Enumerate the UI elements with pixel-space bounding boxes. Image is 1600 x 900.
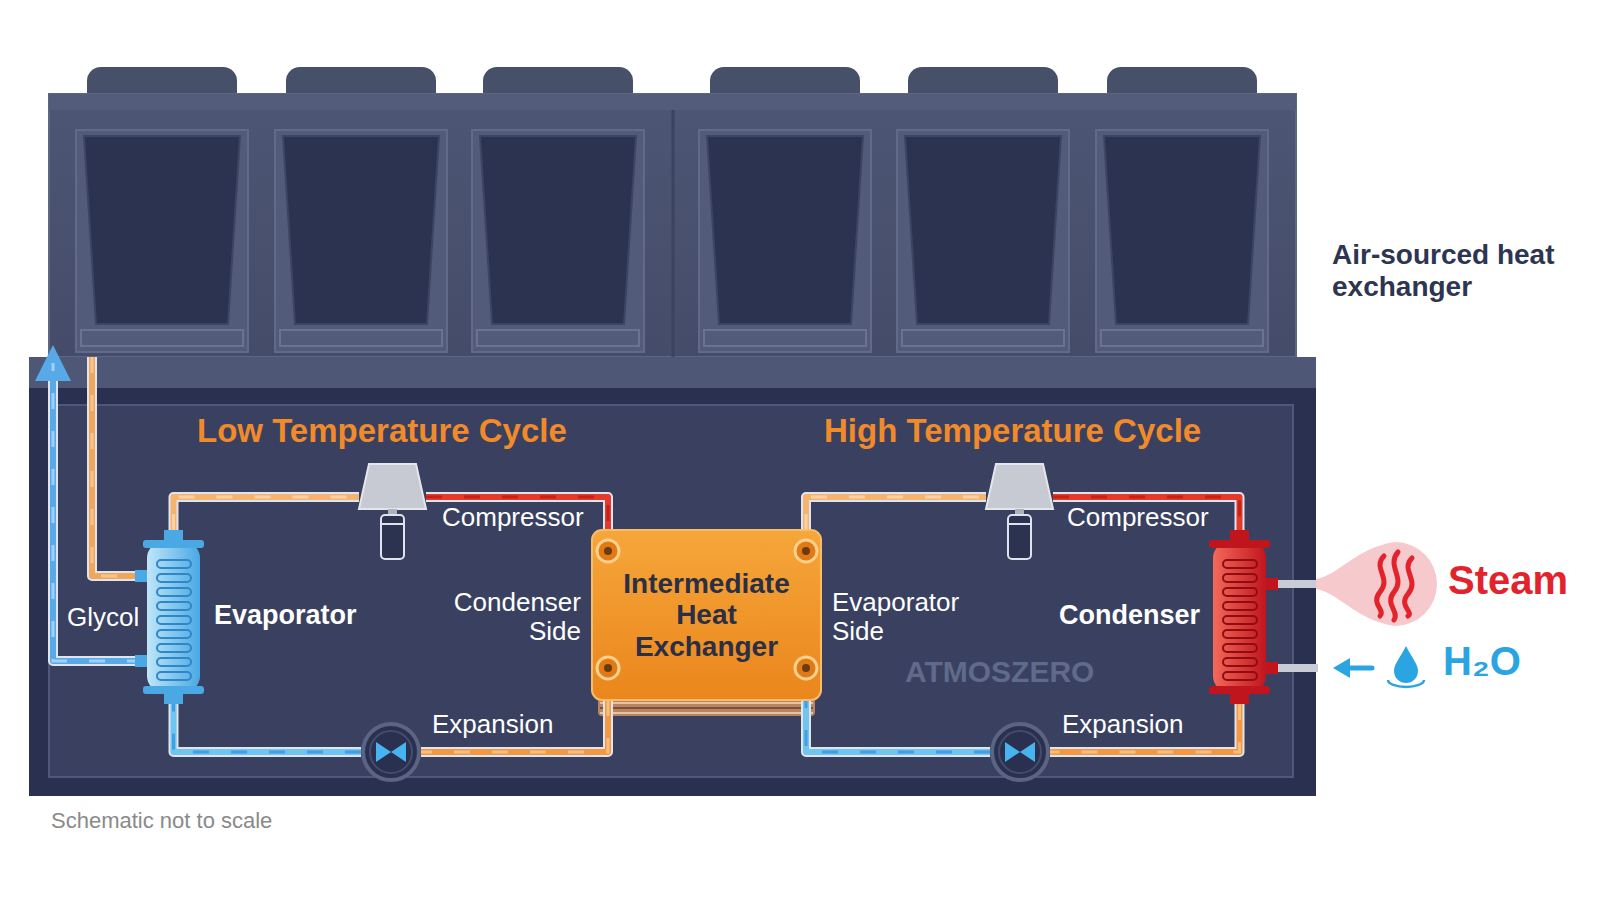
evaporator-shape <box>143 530 204 704</box>
cycle-heading: Low Temperature Cycle <box>197 412 567 450</box>
fan-opening <box>905 136 1061 324</box>
pipe <box>174 704 362 752</box>
condenser-shape <box>1209 530 1270 704</box>
pipe-outline <box>421 700 608 752</box>
side-label: Condenser Side <box>446 588 581 645</box>
component-label: Condenser <box>1059 600 1200 631</box>
fan-opening <box>283 136 439 324</box>
pipe-core <box>92 357 143 576</box>
pipe <box>53 363 143 661</box>
component-label: Air-sourced heat exchanger <box>1332 239 1572 303</box>
pipe <box>1050 704 1240 752</box>
pipe-outline <box>806 497 986 530</box>
fan-modules <box>49 67 1296 357</box>
fan-grille <box>280 330 442 346</box>
pipe-core <box>174 497 360 530</box>
expansion-valve-shape <box>990 722 1050 782</box>
pipe-outline <box>806 700 990 752</box>
pipe-texture <box>421 700 608 752</box>
fan-panel <box>897 130 1069 352</box>
fan-panel <box>76 130 248 352</box>
side-label: Evaporator Side <box>832 588 977 645</box>
expansion-valve: Expansion <box>990 722 1050 782</box>
component-label: Compressor <box>1067 503 1134 533</box>
pipe-texture <box>53 363 143 661</box>
cycle-heading: High Temperature Cycle <box>824 412 1201 450</box>
fan-grille <box>81 330 243 346</box>
pipe-outline <box>53 363 143 661</box>
pipe-texture <box>806 700 990 752</box>
compressor: Compressor <box>986 464 1053 561</box>
compressor: Compressor <box>359 464 426 561</box>
pipe-core <box>174 704 362 752</box>
fan-opening <box>707 136 863 324</box>
pipe-core <box>1050 704 1240 752</box>
component-label: Expansion <box>432 710 492 740</box>
fan-panel <box>699 130 871 352</box>
expansion-valve: Expansion <box>361 722 421 782</box>
output-label: Steam <box>1448 557 1568 603</box>
input-label: H₂O <box>1443 638 1521 684</box>
component-label: Evaporator <box>214 600 275 631</box>
condenser: Condenser <box>1209 530 1270 704</box>
water-icon <box>1333 646 1424 687</box>
fan-opening <box>480 136 636 324</box>
fan-grille <box>1101 330 1263 346</box>
pipe-outline <box>174 704 362 752</box>
heat-exchanger: Intermediate Heat Exchanger <box>592 530 821 700</box>
housing-rim <box>49 94 1296 110</box>
watermark: ATMOSZERO <box>905 655 1094 690</box>
fan-panel <box>1096 130 1268 352</box>
compressor-shape <box>359 464 426 561</box>
housing-body <box>49 94 1296 357</box>
pipe-texture <box>806 497 986 530</box>
pipe-texture <box>174 704 362 752</box>
component-label: Compressor <box>442 503 509 533</box>
fan-panel <box>275 130 447 352</box>
water-stubs <box>1270 580 1318 672</box>
component-label: Intermediate Heat Exchanger <box>614 568 799 662</box>
pipe-outline <box>1050 704 1240 752</box>
pipe-label: Glycol <box>67 603 139 633</box>
steam-icon <box>1316 542 1437 626</box>
component-label: Expansion <box>1062 710 1122 740</box>
expansion-valve-shape <box>361 722 421 782</box>
pipe-outline <box>92 357 143 576</box>
compressor-shape <box>986 464 1053 561</box>
fan-grille <box>902 330 1064 346</box>
pipe-texture <box>174 497 360 530</box>
fan-grille <box>704 330 866 346</box>
fan-housing: Air-sourced heat exchanger <box>49 67 1296 357</box>
pipe-core <box>421 700 608 752</box>
evaporator: Evaporator <box>143 530 204 704</box>
cabinet <box>29 357 1316 796</box>
housing-seam <box>672 94 675 357</box>
pipe-core <box>53 363 143 661</box>
pipe-core <box>806 700 990 752</box>
pipe <box>174 497 360 530</box>
fan-panel <box>472 130 644 352</box>
pipe-core <box>806 497 986 530</box>
pipe <box>806 497 986 530</box>
cabinet-ledge <box>29 357 1316 388</box>
pipe-outline <box>174 497 360 530</box>
pipe-texture <box>92 357 143 576</box>
pipe <box>421 700 608 752</box>
pipe-texture <box>1050 704 1240 752</box>
note: Schematic not to scale <box>51 808 272 833</box>
pipe <box>92 357 143 576</box>
fan-opening <box>84 136 240 324</box>
fan-grille <box>477 330 639 346</box>
cabinet-panel <box>49 405 1293 777</box>
fan-opening <box>1104 136 1260 324</box>
pipe <box>806 700 990 752</box>
